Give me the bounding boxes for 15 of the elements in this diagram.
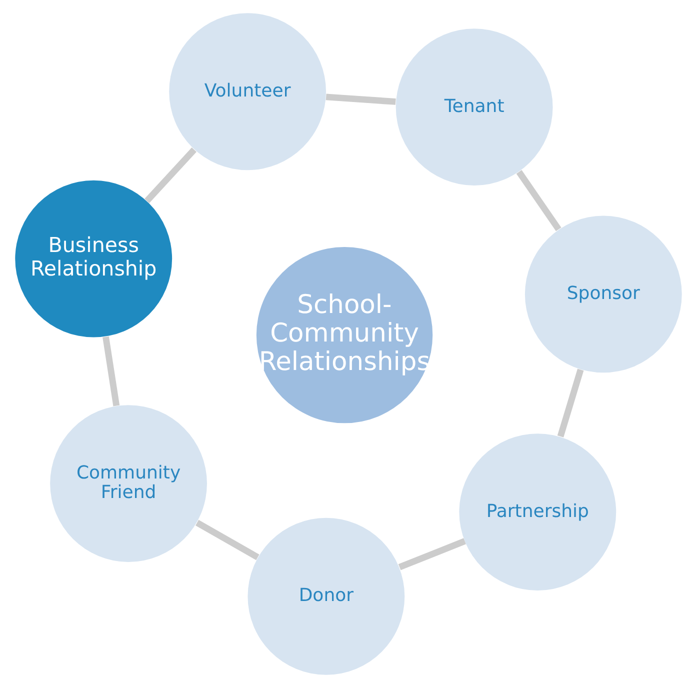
node-circle: Tenant	[395, 28, 552, 186]
node-circle: Business Relationship	[14, 180, 172, 338]
node-circle: Partnership	[458, 434, 616, 591]
node-circle: School-Community Relationships	[256, 246, 432, 424]
connector	[144, 147, 196, 204]
connector	[102, 336, 120, 406]
node-circle: Volunteer	[168, 13, 326, 170]
connector	[325, 94, 396, 105]
node-circle: Sponsor	[524, 216, 682, 373]
connector	[556, 368, 584, 438]
connector	[195, 520, 259, 560]
node-circle: Community Friend	[50, 405, 206, 562]
connector	[516, 170, 561, 232]
node-circle: Donor	[247, 518, 404, 675]
connector	[398, 538, 466, 570]
